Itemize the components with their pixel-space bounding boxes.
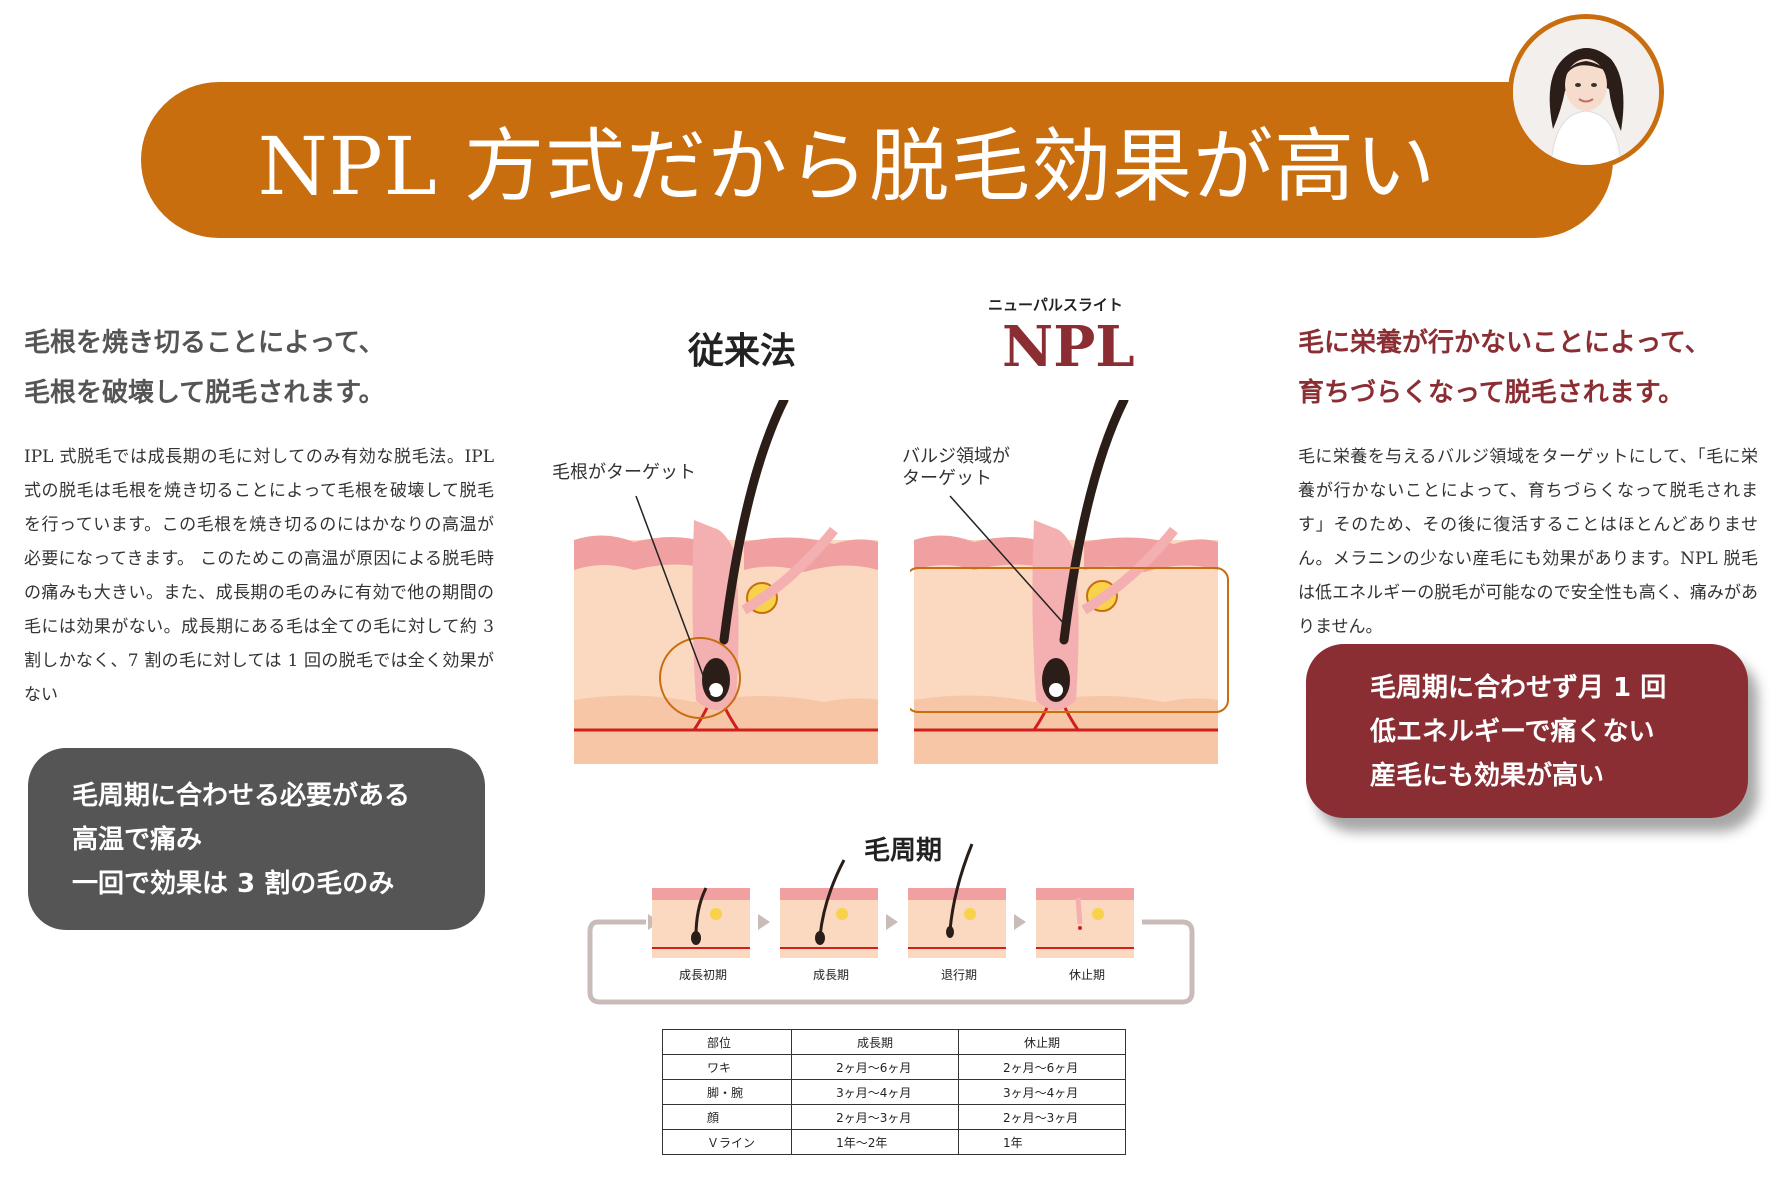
cycle-title: 毛周期 (864, 836, 943, 866)
conventional-heading-line2: 毛根を破壊して脱毛されます。 (24, 378, 385, 408)
table-cell: ワキ (661, 1054, 793, 1080)
table-cell: Ｖライン (661, 1129, 793, 1155)
npl-summary-line: 毛周期に合わせず月 1 回 (1370, 673, 1667, 703)
npl-title: NPL (1002, 314, 1135, 380)
table-cell: 2ヶ月〜6ヶ月 (958, 1054, 1126, 1080)
table-row: 顔 2ヶ月〜3ヶ月 2ヶ月〜3ヶ月 (661, 1104, 1126, 1130)
table-cell: 3ヶ月〜4ヶ月 (958, 1079, 1126, 1105)
npl-body: 毛に栄養を与えるバルジ領域をターゲットにして、「毛に栄養が行かないことによって、… (1298, 447, 1758, 637)
table-cell: 3ヶ月〜4ヶ月 (791, 1079, 960, 1105)
table-cell: 1年 (958, 1129, 1126, 1155)
npl-target-label-line2: ターゲット (902, 468, 992, 489)
table-header-cell: 成長期 (791, 1029, 960, 1055)
table-row: Ｖライン 1年〜2年 1年 (661, 1129, 1126, 1155)
table-cell: 顔 (661, 1104, 793, 1130)
table-cell: 2ヶ月〜3ヶ月 (958, 1104, 1126, 1130)
table-cell: 2ヶ月〜3ヶ月 (791, 1104, 960, 1130)
conventional-summary-line: 高温で痛み (72, 825, 203, 855)
npl-heading-line2: 育ちづらくなって脱毛されます。 (1298, 378, 1685, 408)
table-header-cell: 休止期 (958, 1029, 1126, 1055)
doctor-avatar (1508, 14, 1664, 170)
hair-cycle-illustration (587, 843, 1195, 1005)
npl-heading: 毛に栄養が行かないことによって、 育ちづらくなって脱毛されます。 (1298, 318, 1758, 418)
cycle-stage-label: 休止期 (1068, 968, 1105, 982)
page-title: NPL 方式だから脱毛効果が高い (257, 120, 1437, 213)
table-cell: 1年〜2年 (791, 1129, 960, 1155)
conventional-skin-illustration (574, 400, 878, 764)
npl-description: 毛に栄養が行かないことによって、 育ちづらくなって脱毛されます。 毛に栄養を与え… (1298, 318, 1758, 644)
table-header-cell: 部位 (661, 1029, 793, 1055)
npl-heading-line1: 毛に栄養が行かないことによって、 (1298, 328, 1711, 358)
npl-target-label-line1: バルジ領域が (902, 446, 1010, 467)
conventional-body: IPL 式脱毛では成長期の毛に対してのみ有効な脱毛法。IPL 式の脱毛は毛根を焼… (24, 447, 494, 705)
title-banner: NPL 方式だから脱毛効果が高い (141, 82, 1613, 238)
npl-summary-box: 毛周期に合わせず月 1 回 低エネルギーで痛くない 産毛にも効果が高い (1306, 644, 1748, 818)
npl-skin-illustration (910, 400, 1229, 764)
npl-summary-line: 産毛にも効果が高い (1370, 761, 1605, 791)
conventional-title: 従来法 (688, 330, 797, 372)
conventional-summary-line: 一回で効果は 3 割の毛のみ (72, 869, 395, 899)
table-cell: 脚・腕 (661, 1079, 793, 1105)
npl-ruby-text: ニューパルスライト (988, 296, 1123, 314)
table-cell: 2ヶ月〜6ヶ月 (791, 1054, 960, 1080)
table-row: ワキ 2ヶ月〜6ヶ月 2ヶ月〜6ヶ月 (661, 1054, 1126, 1080)
npl-summary-line: 低エネルギーで痛くない (1370, 717, 1655, 747)
table-header-row: 部位 成長期 休止期 (661, 1029, 1126, 1055)
conventional-heading-line1: 毛根を焼き切ることによって、 (24, 328, 385, 358)
cycle-stage-label: 成長期 (812, 968, 849, 982)
conventional-heading: 毛根を焼き切ることによって、 毛根を破壊して脱毛されます。 (24, 318, 494, 418)
table-row: 脚・腕 3ヶ月〜4ヶ月 3ヶ月〜4ヶ月 (661, 1079, 1126, 1105)
cycle-stage-label: 成長初期 (678, 968, 727, 982)
conventional-target-label: 毛根がターゲット (552, 462, 696, 483)
hair-cycle-period-table: 部位 成長期 休止期 ワキ 2ヶ月〜6ヶ月 2ヶ月〜6ヶ月 脚・腕 3ヶ月〜4ヶ… (661, 1029, 1126, 1155)
conventional-summary-line: 毛周期に合わせる必要がある (72, 781, 411, 811)
conventional-summary-box: 毛周期に合わせる必要がある 高温で痛み 一回で効果は 3 割の毛のみ (28, 748, 485, 930)
cycle-stage-label: 退行期 (940, 968, 977, 982)
conventional-description: 毛根を焼き切ることによって、 毛根を破壊して脱毛されます。 IPL 式脱毛では成… (24, 318, 494, 712)
